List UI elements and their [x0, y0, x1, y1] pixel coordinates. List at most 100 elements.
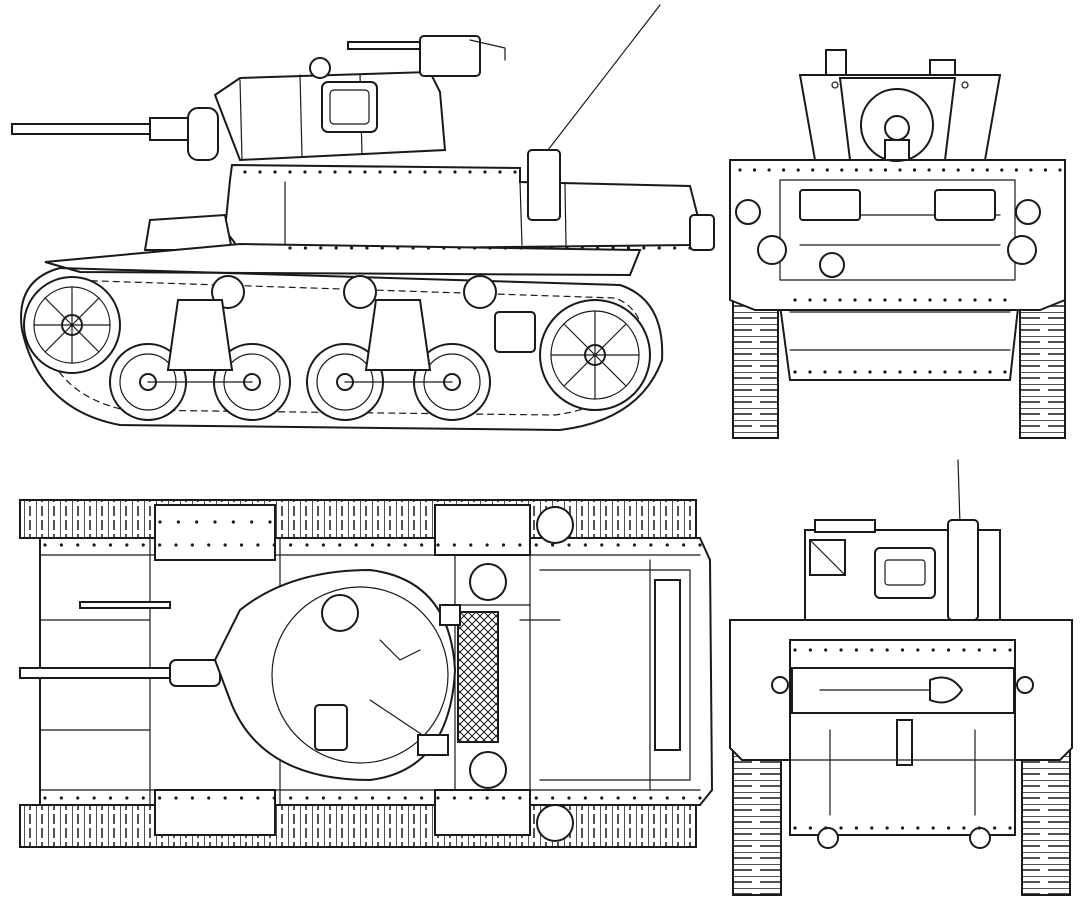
rivet	[883, 168, 888, 172]
rivet	[823, 298, 827, 302]
rivet	[946, 648, 951, 652]
rivet	[793, 370, 797, 374]
rivet	[738, 168, 742, 172]
rivet	[365, 246, 369, 250]
rivet	[682, 796, 686, 800]
rivet	[793, 648, 797, 652]
top-track-upper	[19, 499, 697, 539]
rivet	[600, 796, 604, 800]
rivet	[632, 796, 637, 800]
rivet	[912, 168, 917, 172]
rivet	[808, 648, 812, 652]
rivet	[616, 543, 620, 547]
rivet	[928, 298, 932, 302]
rivet	[273, 170, 277, 174]
rivet	[958, 298, 962, 302]
rivet	[268, 520, 272, 524]
rivet	[943, 298, 947, 302]
hatch-icon	[321, 594, 359, 632]
rivet	[363, 170, 367, 174]
rivet	[231, 520, 235, 524]
rivet	[370, 543, 375, 547]
rivet	[565, 246, 569, 250]
rivet	[853, 298, 857, 302]
rivet	[378, 170, 382, 174]
rivet	[108, 543, 113, 547]
rivet	[931, 648, 935, 652]
bogie	[364, 299, 432, 371]
rivet	[174, 543, 178, 547]
rivet	[913, 370, 917, 374]
rivet	[438, 170, 442, 174]
rivet	[1008, 648, 1012, 652]
rivet	[370, 796, 375, 800]
sprocket-icon	[23, 276, 121, 374]
rivet	[125, 796, 129, 800]
rivet	[442, 246, 446, 250]
gun-icon	[19, 659, 221, 687]
rivet	[92, 543, 96, 547]
rivet	[853, 370, 857, 374]
rivet	[243, 170, 247, 174]
rivet	[256, 796, 260, 800]
rivet	[59, 543, 63, 547]
hatch-icon	[321, 81, 378, 133]
rivet	[567, 543, 571, 547]
rivet	[349, 246, 354, 250]
rivet	[272, 796, 276, 800]
rivet	[900, 826, 905, 830]
rivet	[348, 170, 352, 174]
rivet	[583, 543, 587, 547]
rivet	[913, 298, 917, 302]
rivet	[485, 796, 489, 800]
hatch-icon	[799, 189, 861, 221]
rivet	[823, 370, 827, 374]
rivet	[824, 826, 828, 830]
rivet	[956, 168, 960, 172]
rivet	[682, 543, 686, 547]
rivet	[971, 168, 975, 172]
rivet	[898, 168, 902, 172]
rivet	[793, 826, 797, 830]
side-view	[11, 4, 715, 431]
rivet	[338, 543, 342, 547]
rivet	[354, 543, 358, 547]
rivet	[213, 520, 217, 524]
track	[20, 267, 664, 431]
idler-icon	[539, 299, 651, 411]
rivet	[498, 170, 502, 174]
rivet	[223, 543, 227, 547]
rivet	[207, 796, 211, 800]
return-roller	[463, 275, 497, 309]
rivet	[452, 543, 456, 547]
rivet	[993, 826, 997, 830]
headlight	[1015, 199, 1041, 225]
rivet	[1029, 168, 1033, 172]
rivet	[76, 543, 80, 547]
rivet	[898, 298, 902, 302]
rivet	[580, 246, 584, 250]
rivet	[223, 796, 227, 800]
left-track	[732, 289, 779, 439]
rivet	[288, 246, 292, 250]
rivet	[811, 168, 815, 172]
rivet	[420, 543, 424, 547]
rivet	[958, 370, 962, 374]
rivet	[649, 543, 653, 547]
rivet	[977, 648, 981, 652]
rivet	[423, 170, 427, 174]
rivet	[436, 543, 440, 547]
rivet	[43, 796, 47, 800]
rivet-layer	[43, 168, 1062, 830]
headlight	[735, 199, 761, 225]
rivet	[868, 370, 872, 374]
gun-icon	[11, 107, 219, 161]
antenna	[547, 4, 661, 151]
rivet	[174, 796, 178, 800]
rivet	[289, 796, 293, 800]
rivet	[988, 298, 992, 302]
rivet	[518, 796, 522, 800]
rivet	[825, 168, 829, 172]
rivet	[869, 168, 873, 172]
rivet	[928, 370, 932, 374]
